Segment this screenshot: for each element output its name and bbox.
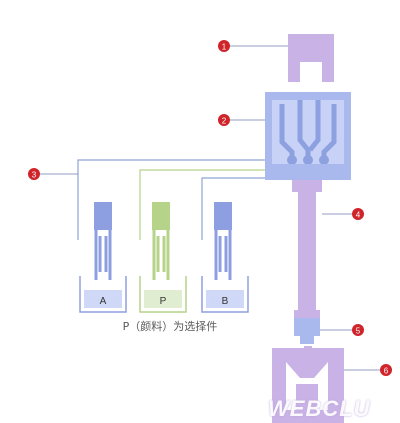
container-b <box>201 202 249 313</box>
container-a <box>79 202 127 313</box>
mold <box>272 346 344 423</box>
callout-4: 4 <box>352 208 364 220</box>
callout-3: 3 <box>28 168 40 180</box>
caption: P（颜料）为选择件 <box>122 320 218 333</box>
svg-text:5: 5 <box>356 327 361 336</box>
svg-text:4: 4 <box>356 211 361 220</box>
callout-1: 1 <box>218 40 230 52</box>
svg-text:6: 6 <box>384 367 389 376</box>
callout-6: 6 <box>380 364 392 376</box>
callout-5: 5 <box>352 324 364 336</box>
svg-text:3: 3 <box>32 171 37 180</box>
callout-2: 2 <box>218 114 230 126</box>
supply-lines <box>77 159 265 240</box>
nozzle <box>294 318 320 344</box>
mixing-head <box>265 92 351 180</box>
watermark: WEBCLU <box>268 396 371 421</box>
container-p <box>139 202 187 313</box>
callout-lines <box>40 45 382 371</box>
container-b-label: B <box>221 296 229 307</box>
top-cap <box>288 34 334 82</box>
svg-text:2: 2 <box>222 117 227 126</box>
container-a-label: A <box>99 296 107 307</box>
container-p-label: P <box>159 296 167 307</box>
mixing-tube <box>292 180 322 318</box>
svg-text:1: 1 <box>222 43 227 52</box>
